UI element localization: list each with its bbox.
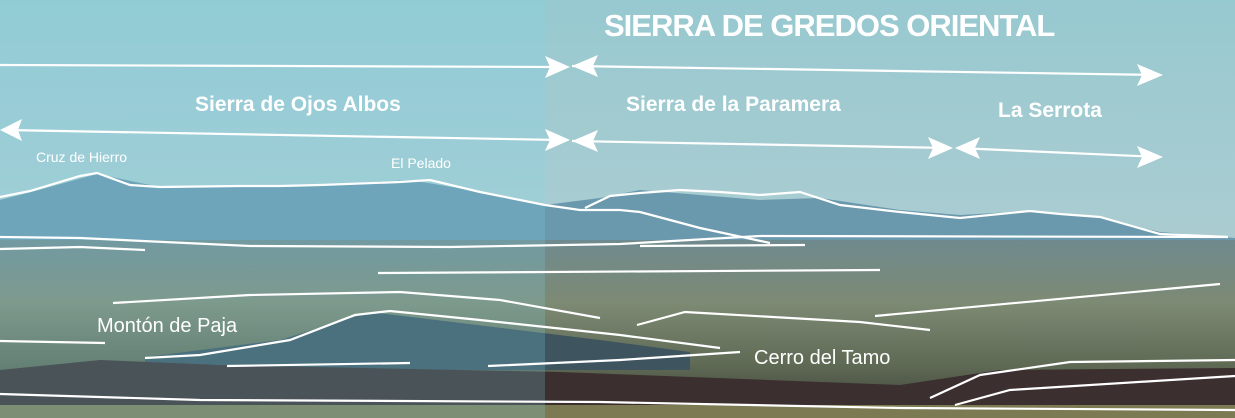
label-cruz-de-hierro: Cruz de Hierro xyxy=(36,149,128,165)
arrow-ojos-albos xyxy=(4,128,561,142)
mountain-range xyxy=(0,174,1235,250)
title-sierra-gredos-oriental: SIERRA DE GREDOS ORIENTAL xyxy=(604,8,1055,43)
label-sierra-paramera: Sierra de la Paramera xyxy=(626,93,841,116)
label-cerro-del-tamo: Cerro del Tamo xyxy=(754,347,891,369)
label-el-pelado: El Pelado xyxy=(391,155,451,171)
village xyxy=(0,360,1235,405)
arrow-serrota xyxy=(956,146,1161,159)
arrow-top-left xyxy=(0,63,561,69)
arrowheads xyxy=(0,55,1163,168)
arrow-gredos xyxy=(571,64,1161,77)
arrow-paramera xyxy=(571,139,951,150)
label-monton-de-paja: Montón de Paja xyxy=(97,315,238,337)
highlight-overlay xyxy=(0,0,545,418)
label-sierra-ojos-albos: Sierra de Ojos Albos xyxy=(195,93,401,116)
annotation-lines xyxy=(0,63,1235,412)
hill-monton xyxy=(145,312,690,370)
label-la-serrota: La Serrota xyxy=(998,99,1102,122)
